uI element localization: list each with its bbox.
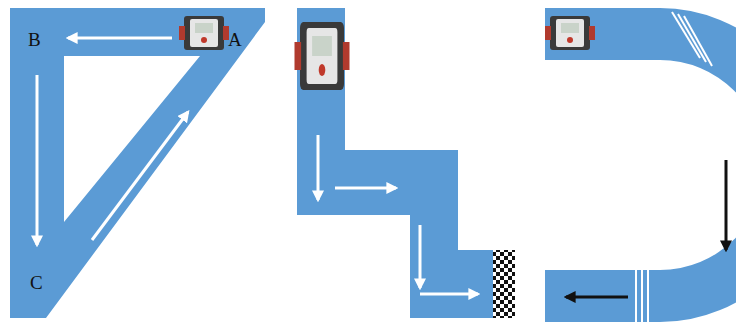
robot bbox=[295, 22, 350, 90]
stripes bbox=[636, 12, 712, 322]
arrow bbox=[419, 225, 422, 288]
arrow bbox=[92, 112, 188, 240]
point-label: B bbox=[28, 30, 41, 49]
arrow bbox=[317, 135, 320, 200]
finish-line bbox=[493, 250, 515, 318]
robot bbox=[545, 16, 595, 50]
u-track bbox=[545, 8, 736, 322]
arrow bbox=[36, 75, 39, 245]
triangle-track bbox=[10, 8, 265, 318]
arrow bbox=[68, 37, 172, 40]
point-label: C bbox=[30, 273, 43, 292]
point-label: A bbox=[228, 30, 242, 49]
arrow bbox=[420, 293, 478, 296]
arrow bbox=[725, 160, 728, 250]
arrow bbox=[566, 296, 628, 299]
robot bbox=[179, 16, 229, 50]
arrow bbox=[335, 187, 396, 190]
